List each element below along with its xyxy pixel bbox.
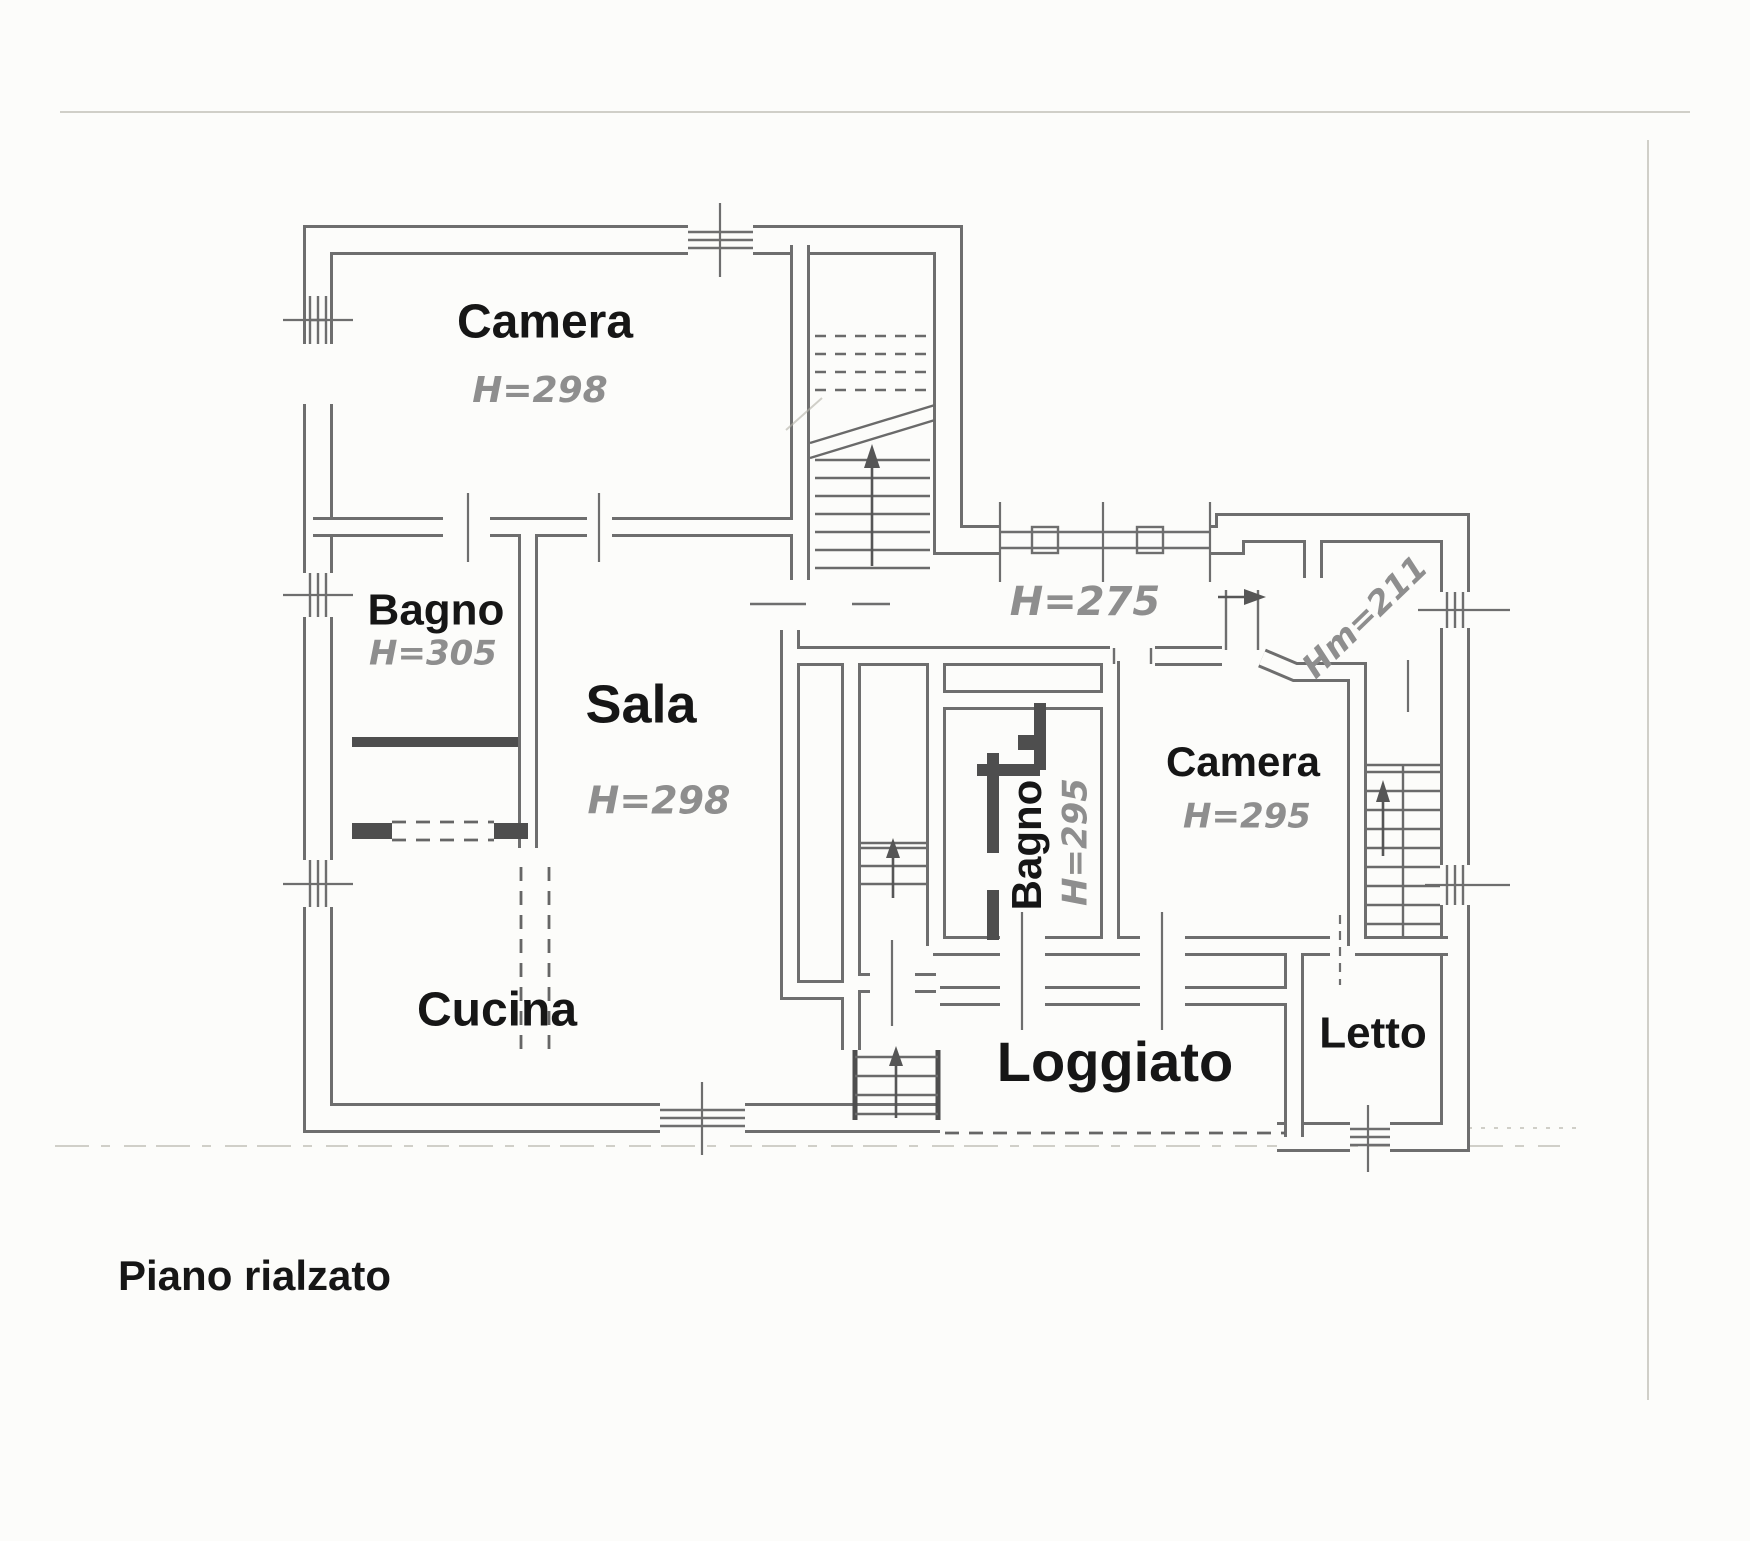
room-label-sala: Sala: [585, 674, 697, 734]
entry-direction-arrow: [1244, 589, 1266, 605]
staircase-main: [785, 334, 936, 570]
interior-walls: [313, 245, 1448, 1137]
solid-partitions: [352, 703, 1046, 1120]
room-label-bagno2: Bagno: [1003, 780, 1050, 911]
staircase-right: [1367, 763, 1440, 937]
staircase-small-upper: [861, 838, 926, 898]
room-label-cucina: Cucina: [417, 984, 577, 1037]
dashed-openings: [392, 602, 1285, 1135]
stair-up-arrow: [889, 1046, 903, 1066]
height-label-camera1: H=298: [472, 370, 607, 411]
room-label-letto: Letto: [1319, 1009, 1427, 1058]
height-label-corridor: H=275: [1010, 579, 1161, 625]
height-label-bagno2: H=295: [1056, 778, 1096, 906]
floor-title: Piano rialzato: [118, 1252, 391, 1299]
exterior-walls: [303, 225, 1470, 1152]
doors: [466, 493, 1410, 1030]
room-label-bagno1: Bagno: [368, 586, 505, 635]
stair-up-arrow: [864, 444, 880, 468]
room-label-loggiato: Loggiato: [997, 1030, 1233, 1093]
height-label-camera2: H=295: [1183, 797, 1311, 837]
stair-up-arrow: [886, 838, 900, 858]
room-label-camera1: Camera: [457, 296, 633, 349]
height-label-sala: H=298: [588, 779, 731, 823]
staircase-small-lower: [855, 1046, 938, 1118]
bath-fixture: [1018, 735, 1035, 750]
stair-up-arrow: [1376, 780, 1390, 802]
height-label-bagno1: H=305: [369, 634, 497, 674]
scan-artifacts: [55, 111, 1690, 1400]
room-labels: Camera H=298 Bagno H=305 Sala H=298 H=27…: [368, 296, 1436, 1093]
windows: [283, 203, 1510, 1172]
room-label-camera2: Camera: [1166, 738, 1321, 785]
